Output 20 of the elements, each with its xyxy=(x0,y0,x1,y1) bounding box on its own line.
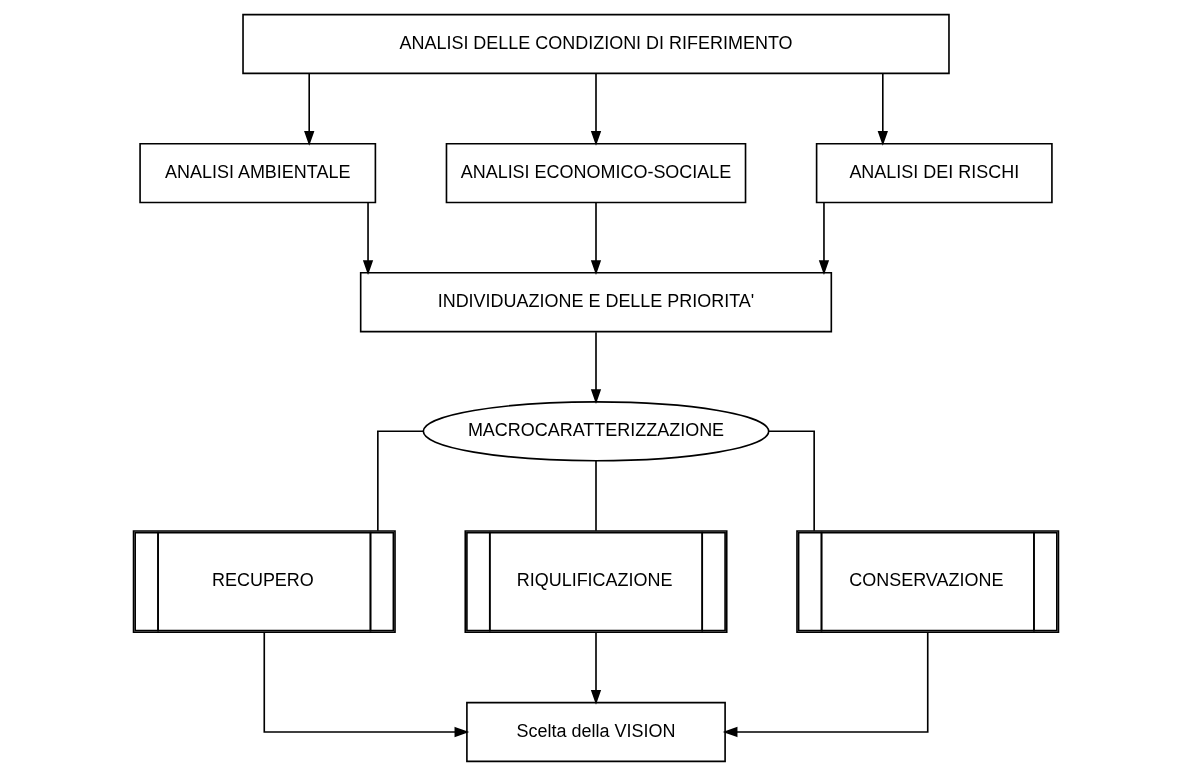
connector xyxy=(377,430,424,532)
arrow xyxy=(304,73,315,146)
node-box: ANALISI ECONOMICO-SOCIALE xyxy=(445,142,747,204)
node-box: ANALISI AMBIENTALE xyxy=(139,142,377,204)
arrow xyxy=(590,631,602,705)
arrow xyxy=(590,73,602,146)
node-box: ANALISI DELLE CONDIZIONI DI RIFERIMENTO xyxy=(242,13,950,75)
arrow xyxy=(263,631,470,738)
node-box: ANALISI DEI RISCHI xyxy=(815,142,1053,204)
arrow xyxy=(722,631,929,738)
connector xyxy=(595,460,597,532)
node-box: INDIVIDUAZIONE E DELLE PRIORITA' xyxy=(359,271,833,333)
connector xyxy=(768,430,815,532)
arrow xyxy=(590,202,602,275)
arrow xyxy=(877,73,888,146)
arrow xyxy=(590,331,602,404)
arrow xyxy=(362,202,374,275)
node-ellipse: MACROCARATTERIZZAZIONE xyxy=(422,401,770,462)
node-box: Scelta della VISION xyxy=(466,701,726,763)
arrow xyxy=(818,202,830,275)
